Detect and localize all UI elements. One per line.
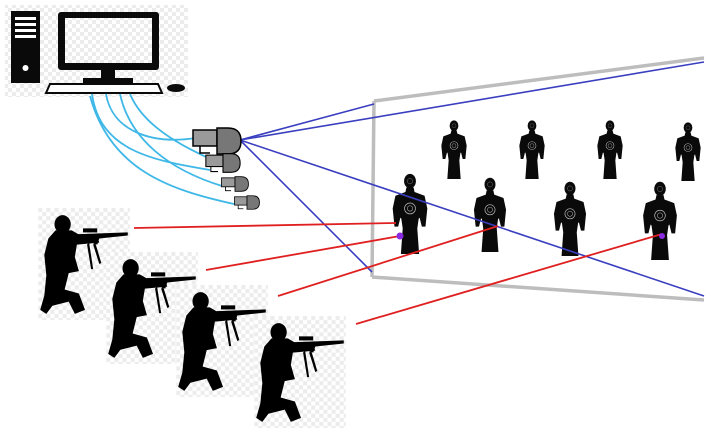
target-row-back xyxy=(440,119,702,181)
hit-marks xyxy=(396,232,665,240)
target-back-1 xyxy=(440,119,468,179)
target-front-2 xyxy=(473,177,507,252)
cable-2 xyxy=(105,93,197,141)
shot-line-2 xyxy=(205,235,401,271)
desktop-computer-icon xyxy=(5,5,188,97)
shooters xyxy=(38,208,346,428)
cable-3 xyxy=(119,93,223,187)
shot-line-1 xyxy=(133,222,397,229)
target-row-front xyxy=(392,173,678,260)
camera-icon xyxy=(192,127,242,155)
cables xyxy=(89,93,235,205)
target-front-4 xyxy=(642,181,678,260)
laser-shot-lines xyxy=(133,222,663,325)
hit-mark xyxy=(659,233,665,239)
target-back-3 xyxy=(596,119,624,179)
camera-icon xyxy=(234,195,260,210)
keyboard xyxy=(44,83,164,94)
kneeling-rifleman-icon xyxy=(254,316,346,428)
pc-tower xyxy=(11,11,40,83)
cable-5 xyxy=(89,95,235,205)
shot-line-3 xyxy=(277,225,499,297)
cable-1 xyxy=(91,93,211,171)
kneeling-rifleman-icon xyxy=(176,285,268,397)
hit-mark xyxy=(396,232,404,240)
camera-icon xyxy=(205,153,241,173)
mouse xyxy=(167,84,185,92)
target-back-4 xyxy=(674,121,702,181)
shot-line-4 xyxy=(355,233,663,325)
target-back-2 xyxy=(518,119,546,179)
target-area-frame xyxy=(370,56,705,302)
target-front-1 xyxy=(392,173,428,254)
camera-view-lines xyxy=(239,61,705,297)
camera-icon xyxy=(221,176,249,192)
target-front-3 xyxy=(553,181,587,256)
